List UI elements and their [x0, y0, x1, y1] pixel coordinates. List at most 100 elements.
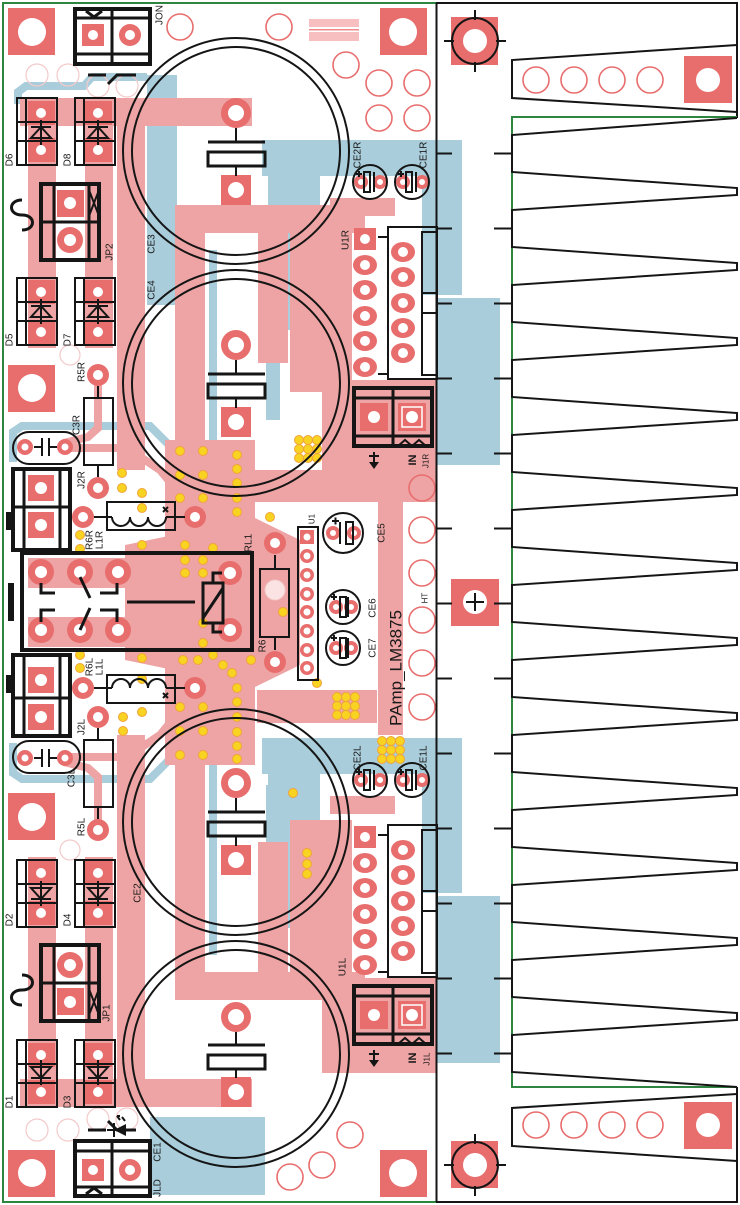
- top-trace: [240, 470, 437, 502]
- top-trace: [330, 198, 395, 216]
- label-ac-connector: JP1: [102, 1004, 113, 1022]
- label-jumper: J2L: [77, 719, 88, 736]
- label-relay: RL1: [244, 533, 255, 552]
- drill-hole: [224, 624, 236, 636]
- inductor-outline: [94, 501, 185, 531]
- mount-crosshair: [444, 1134, 506, 1196]
- unplated-hole: [408, 693, 436, 721]
- drill-hole: [64, 197, 76, 209]
- label-capacitor: C3L: [67, 768, 78, 787]
- via: [332, 692, 342, 702]
- diode-body: [16, 277, 58, 346]
- drill-hole: [398, 323, 408, 333]
- via: [118, 726, 128, 736]
- drill-hole: [112, 566, 124, 578]
- mounting-hole: [463, 29, 487, 53]
- unplated-hole: [560, 66, 588, 94]
- relay-contact: [78, 576, 92, 599]
- vias-layer: [75, 435, 405, 879]
- via: [350, 710, 360, 720]
- label-capacitor: CE5: [377, 523, 388, 543]
- drill-hole: [303, 608, 311, 616]
- arrow-head: [369, 462, 379, 469]
- via: [180, 555, 190, 565]
- drill-hole: [64, 234, 76, 246]
- via: [198, 702, 208, 712]
- mounting-hole: [696, 68, 720, 92]
- via: [198, 726, 208, 736]
- unplated-hole: [308, 1151, 336, 1179]
- diode-outline: [74, 277, 116, 346]
- capacitor-outer-ring: [122, 940, 350, 1168]
- via: [178, 655, 188, 665]
- via: [232, 712, 242, 722]
- drill-hole: [360, 336, 370, 346]
- label-bulk-cap: CE2: [133, 883, 144, 903]
- heatsink-slot: [511, 1093, 738, 1162]
- diode-outline: [74, 97, 116, 166]
- coil-lead: [211, 571, 222, 583]
- drill-hole: [303, 590, 311, 598]
- mirrored-text-underline: [309, 29, 359, 31]
- via: [117, 483, 127, 493]
- drill-hole: [360, 285, 370, 295]
- via: [303, 444, 313, 454]
- unplated-hole: [522, 1111, 550, 1139]
- pad-marker: [401, 406, 423, 428]
- capacitor-ring: [352, 164, 388, 200]
- silkscreen-layer: [4, 7, 439, 1198]
- via: [198, 493, 208, 503]
- drill-hole: [406, 411, 418, 423]
- label-resistor: R5R: [77, 362, 88, 382]
- mounting-hole: [18, 374, 46, 402]
- pads-right-regulator: [353, 175, 429, 431]
- drill-hole: [35, 519, 47, 531]
- label-diode: D3: [63, 1095, 74, 1108]
- via: [232, 727, 242, 737]
- drill-hole: [228, 414, 244, 430]
- capacitor-ring: [325, 589, 361, 625]
- drill-hole: [228, 182, 244, 198]
- via: [332, 710, 342, 720]
- label-inductor: L1L: [95, 658, 106, 675]
- drill-hole: [88, 30, 98, 40]
- drill-hole: [228, 775, 244, 791]
- bulk-capacitor-outline: [122, 269, 350, 497]
- diode-outline: [16, 277, 58, 346]
- via: [118, 712, 128, 722]
- drill-hole: [36, 287, 46, 297]
- capacitor-plate: [363, 171, 371, 193]
- mount-crosshair: [444, 10, 506, 72]
- drill-hole: [303, 646, 311, 654]
- small-capacitor-outline: [325, 630, 361, 666]
- capacitor-outer-ring: [122, 37, 350, 265]
- drill-hole: [190, 512, 200, 522]
- label-diode: D5: [5, 333, 16, 346]
- relay-contact: [39, 608, 55, 622]
- drill-hole: [228, 105, 244, 121]
- drill-hole: [74, 566, 86, 578]
- drill-hole: [348, 604, 354, 610]
- label-resistor: R5L: [77, 817, 88, 836]
- silkscreen-labels: JON D6 D8 JP2 CE3 CE4 CE2R CE1R U1R D5 D…: [5, 5, 432, 1197]
- label-diode: D2: [5, 913, 16, 926]
- via: [198, 568, 208, 578]
- via: [386, 754, 396, 764]
- mounting-hole: [696, 1113, 720, 1137]
- via: [232, 741, 242, 751]
- via: [377, 736, 387, 746]
- label-regulator: U1L: [338, 957, 349, 976]
- via: [232, 464, 242, 474]
- via: [137, 707, 147, 717]
- capacitor-ring: [394, 164, 430, 200]
- unplated-hole: [598, 66, 626, 94]
- label-resistor: R6L: [85, 657, 96, 676]
- via: [302, 869, 312, 879]
- drill-hole: [303, 571, 311, 579]
- drill-hole: [398, 272, 408, 282]
- via: [198, 555, 208, 565]
- via: [395, 736, 405, 746]
- via: [232, 697, 242, 707]
- label-resistor: R6: [258, 639, 269, 652]
- drill-hole: [419, 179, 425, 185]
